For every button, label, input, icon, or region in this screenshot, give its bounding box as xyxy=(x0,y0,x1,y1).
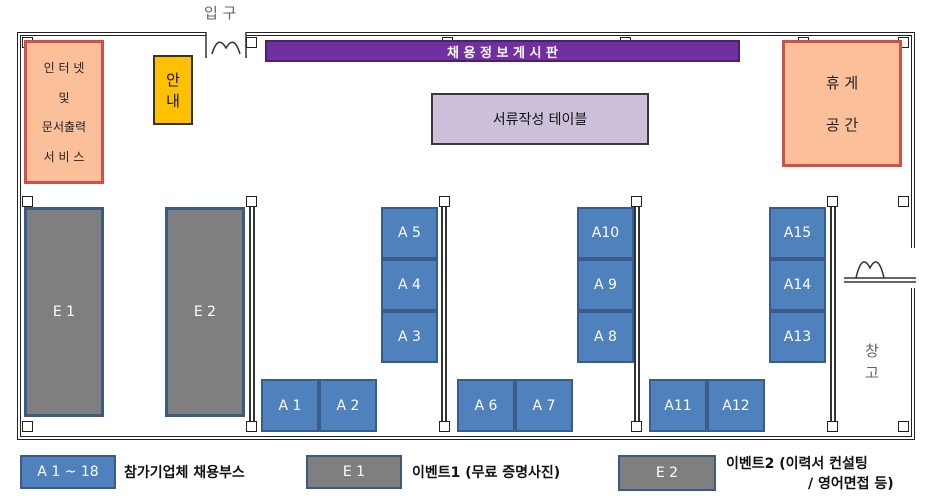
internet-print-service: 인 터 넷 및 문서출력 서 비 스 xyxy=(24,40,104,184)
booth-a8: A 8 xyxy=(577,311,634,363)
wall-post xyxy=(631,196,642,207)
booth-a9: A 9 xyxy=(577,259,634,311)
wall-post xyxy=(22,196,33,207)
warehouse-door-icon xyxy=(844,261,916,283)
entrance-door-gap xyxy=(206,30,246,40)
booth-a4: A 4 xyxy=(381,259,438,311)
entrance-label: 입 구 xyxy=(204,4,237,22)
rest-area-label: 공 간 xyxy=(825,116,859,135)
booth-a2: A 2 xyxy=(319,379,377,432)
partition-wall xyxy=(830,205,836,429)
rest-area-label: 휴 게 xyxy=(825,73,859,92)
wall-post xyxy=(898,196,909,207)
document-writing-table: 서류작성 테이블 xyxy=(431,93,649,145)
legend-booth-label: 참가기업체 채용부스 xyxy=(124,465,245,481)
wall-post xyxy=(246,196,257,207)
legend-e2-label-line2: / 영어면접 등) xyxy=(808,476,894,492)
service-label-line: 문서출력 xyxy=(41,120,87,135)
booth-a3: A 3 xyxy=(381,311,438,363)
wall-post xyxy=(22,421,33,432)
partition-wall xyxy=(441,205,447,429)
booth-a11: A11 xyxy=(649,379,707,432)
booth-a1: A 1 xyxy=(261,379,319,432)
partition-wall xyxy=(249,205,255,429)
booth-a13: A13 xyxy=(769,311,826,363)
service-label-line: 서 비 스 xyxy=(43,149,85,164)
service-label-line: 인 터 넷 xyxy=(43,61,85,76)
wall-post xyxy=(827,421,838,432)
event-booth-e2: E 2 xyxy=(165,207,245,417)
rest-area: 휴 게 공 간 xyxy=(782,40,902,167)
warehouse-label-char: 창 xyxy=(865,342,879,360)
wall-post xyxy=(439,421,450,432)
warehouse-label-char: 고 xyxy=(865,364,879,382)
legend-swatch-booth: A 1 ~ 18 xyxy=(20,455,116,489)
booth-a14: A14 xyxy=(769,259,826,311)
booth-a7: A 7 xyxy=(515,379,573,432)
job-info-board: 채 용 정 보 게 시 판 xyxy=(265,40,740,62)
service-label-line: 및 xyxy=(58,90,70,105)
booth-a5: A 5 xyxy=(381,207,438,259)
wall-post xyxy=(246,37,257,48)
info-desk-label: 안 xyxy=(166,71,180,89)
wall-post xyxy=(898,421,909,432)
partition-wall xyxy=(634,205,640,429)
info-desk-label: 내 xyxy=(166,92,180,110)
legend-swatch-e1: E 1 xyxy=(306,455,402,489)
info-desk: 안 내 xyxy=(153,55,193,125)
legend-e1-label: 이벤트1 (무료 증명사진) xyxy=(412,465,561,481)
event-booth-e1: E 1 xyxy=(24,207,104,417)
booth-a12: A12 xyxy=(707,379,765,432)
entrance-door-icon xyxy=(205,32,247,58)
legend-e2-label-line1: 이벤트2 (이력서 컨설팅 xyxy=(726,456,868,472)
wall-post xyxy=(827,196,838,207)
wall-post xyxy=(246,421,257,432)
wall-post xyxy=(631,421,642,432)
legend-swatch-e2: E 2 xyxy=(618,455,716,491)
wall-post xyxy=(439,196,450,207)
booth-a15: A15 xyxy=(769,207,826,259)
booth-a6: A 6 xyxy=(457,379,515,432)
booth-a10: A10 xyxy=(577,207,634,259)
warehouse-label: 창 고 xyxy=(862,340,882,384)
